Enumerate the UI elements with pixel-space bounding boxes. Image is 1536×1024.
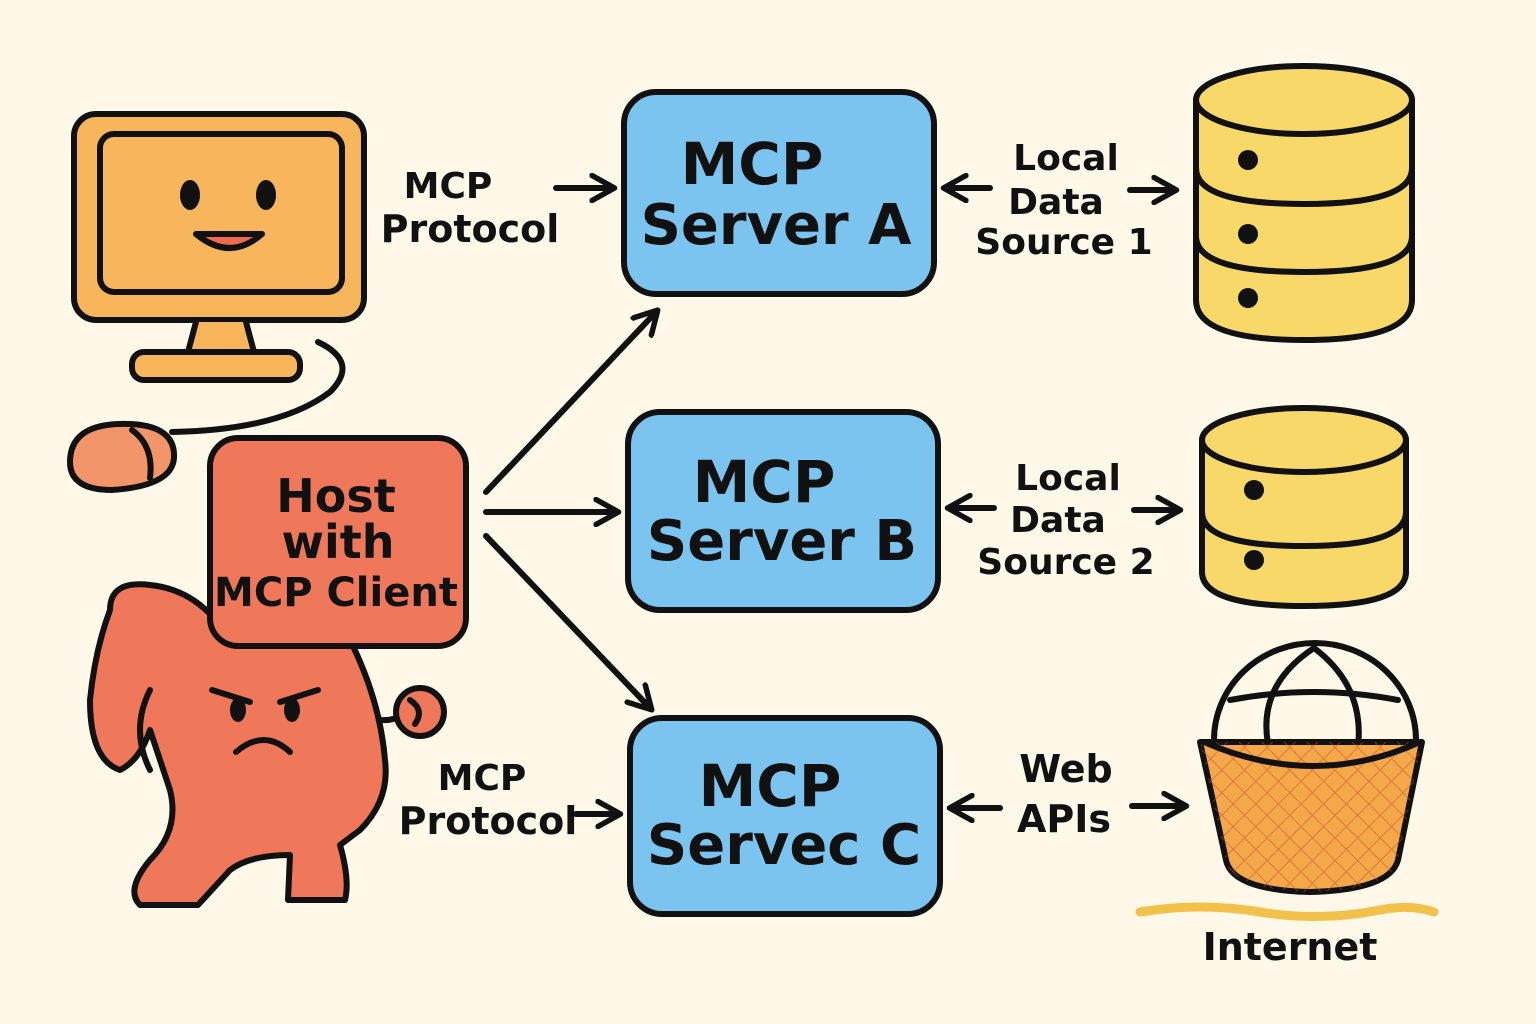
local-data-source-2-edge: Local Data Source 2 xyxy=(950,458,1178,583)
database-icon xyxy=(1193,63,1415,343)
server-b-node: MCP Server B xyxy=(625,409,941,613)
mouse-icon xyxy=(67,420,178,493)
arrow-host-to-server-c xyxy=(483,533,650,708)
server-c-label-line-2: Servec C xyxy=(647,813,921,878)
web-line-2: APIs xyxy=(1017,797,1111,841)
web-line-1: Web xyxy=(1019,747,1113,791)
protocol-top-edge: MCP Protocol xyxy=(381,166,612,251)
local-1-line-3: Source 1 xyxy=(975,222,1152,263)
protocol-bottom-edge: MCP Protocol xyxy=(399,758,618,843)
local-data-source-1-edge: Local Data Source 1 xyxy=(946,138,1174,263)
local-1-line-2: Data xyxy=(1008,182,1104,223)
arrow-host-to-server-a xyxy=(483,312,656,495)
local-2-line-3: Source 2 xyxy=(977,542,1154,583)
database-icon xyxy=(1199,405,1409,609)
server-b-label-line-1: MCP xyxy=(693,448,836,516)
internet-label: Internet xyxy=(1203,925,1378,969)
host-label-line-1: Host xyxy=(276,469,395,523)
server-a-label-line-1: MCP xyxy=(681,130,824,198)
protocol-bottom-line-2: Protocol xyxy=(399,799,578,843)
server-b-label-line-2: Server B xyxy=(647,509,917,574)
host-label-line-3: MCP Client xyxy=(214,570,458,616)
protocol-bottom-line-1: MCP xyxy=(438,758,527,799)
host-node: Host with MCP Client xyxy=(207,435,469,649)
protocol-top-line-2: Protocol xyxy=(381,207,560,251)
web-apis-edge: Web APIs xyxy=(952,747,1184,841)
server-c-node: MCP Servec C xyxy=(627,715,943,917)
server-a-label-line-2: Server A xyxy=(641,193,913,258)
host-to-server-arrows xyxy=(483,312,656,708)
local-2-line-2: Data xyxy=(1010,500,1106,541)
local-2-line-1: Local xyxy=(1015,458,1121,499)
server-c-label-line-1: MCP xyxy=(699,752,842,820)
local-1-line-1: Local xyxy=(1013,138,1119,179)
host-label-line-2: with xyxy=(281,515,394,569)
server-a-node: MCP Server A xyxy=(621,89,937,297)
computer-monitor-icon xyxy=(71,111,367,435)
globe-basket-icon: Internet xyxy=(1135,640,1439,969)
protocol-top-line-1: MCP xyxy=(404,166,493,207)
